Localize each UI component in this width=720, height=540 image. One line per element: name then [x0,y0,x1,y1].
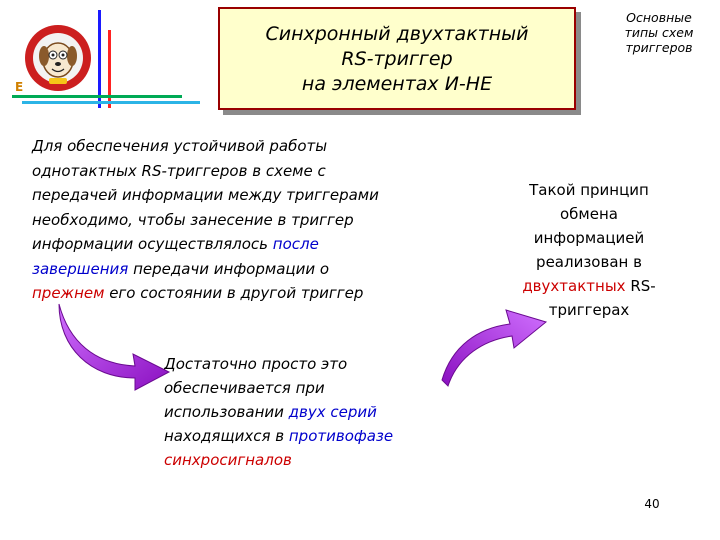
para1-text: информации осуществлялось [32,235,273,253]
main-paragraph: Для обеспечения устойчивой работы однота… [32,134,482,306]
para1-line-4: необходимо, чтобы занесение в триггер [32,210,354,229]
para2-text: использовании [164,403,289,421]
slide-title: Синхронный двухтактный RS-триггер на эле… [218,7,576,110]
para1-text: передачи информации о [128,259,330,278]
corner-line-1: Основные [626,10,692,25]
right-line-3: информацией [533,229,645,247]
corner-note: Основные типы схем триггеров [598,10,720,55]
emphasis-two-series: двух серий [288,403,377,421]
right-line-5: двухтактных RS- [496,274,682,298]
para2-line-1: Достаточно просто это [164,355,348,373]
curved-arrow-down-icon [58,303,171,391]
para1-text: его состоянии в другой триггер [104,284,364,302]
right-line-2: обмена [560,205,618,223]
para2-line-2: обеспечивается при [164,379,325,397]
page-number: 40 [644,497,660,511]
para2-line-3: использовании двух серий [164,400,464,424]
title-line-1: Синхронный двухтактный [265,23,529,45]
divider-blue-horizontal [22,101,200,104]
para1-line-1: Для обеспечения устойчивой работы [32,137,328,155]
right-line-1: Такой принцип [529,181,649,199]
divider-blue-vertical [98,10,101,108]
logo-letter: E [15,80,24,94]
para1-line-3: передачей информации между триггерами [32,186,379,204]
curved-arrow-up-icon [441,309,548,387]
right-line-4: реализован в [536,253,642,271]
para1-line-2: однотактных RS-триггеров в схеме с [32,161,326,180]
para2-line-4: находящихся в противофазе [164,424,464,448]
para2-line-5: синхросигналов [164,451,292,469]
divider-green-horizontal [12,95,182,98]
emphasis-previous: прежнем [32,284,105,302]
title-line-2: RS-триггер [341,48,453,70]
para2-text: находящихся в [164,427,289,445]
corner-line-3: триггеров [625,40,693,55]
solution-paragraph: Достаточно просто это обеспечивается при… [164,352,464,472]
emphasis-after: после [272,235,319,253]
emphasis-completion: завершения [32,259,129,278]
right-line-6: триггерах [548,301,630,319]
cartoon-dog-icon [25,25,91,91]
corner-line-2: типы схем [624,25,694,40]
para1-line-6: завершения передачи информации о [32,257,482,282]
emphasis-two-stroke: двухтактных [522,277,626,295]
title-line-3: на элементах И-НЕ [301,73,493,95]
divider-red-vertical [108,30,111,108]
right-text: RS- [625,277,656,295]
emphasis-antiphase: противофазе [288,427,394,445]
para1-line-5: информации осуществлялось после [32,232,482,257]
conclusion-note: Такой принцип обмена информацией реализо… [496,178,682,322]
para1-line-7: прежнем его состоянии в другой триггер [32,281,482,306]
